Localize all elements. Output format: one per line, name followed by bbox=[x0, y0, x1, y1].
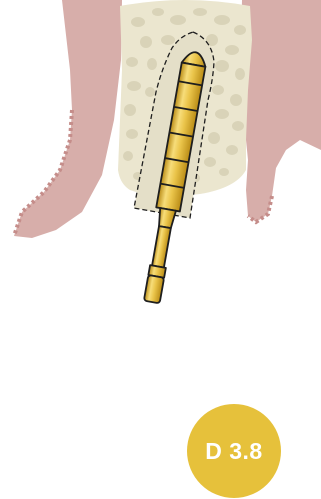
gum-tissue-right bbox=[240, 0, 321, 222]
drill-size-label: D 3.8 bbox=[205, 438, 262, 465]
gum-tissue-left bbox=[14, 0, 122, 238]
drill-size-badge: D 3.8 bbox=[187, 404, 281, 498]
drill-shank bbox=[152, 226, 171, 267]
